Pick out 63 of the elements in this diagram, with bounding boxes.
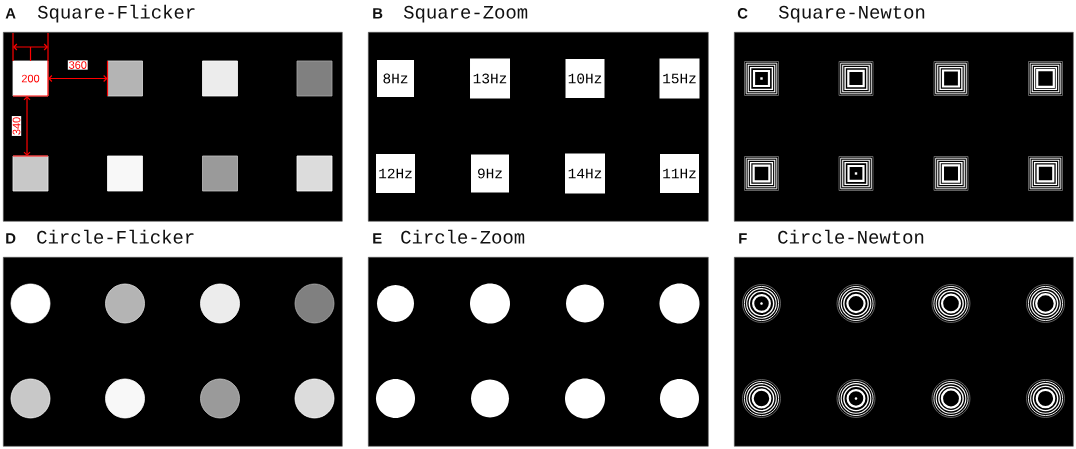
stimulus-square: 10Hz	[565, 59, 605, 98]
stimulus-square: 12Hz	[376, 154, 415, 193]
concentric-squares	[838, 61, 874, 96]
stimulus-square: 14Hz	[565, 153, 605, 194]
stimulus-square	[296, 60, 333, 97]
concentric-squares	[933, 61, 969, 96]
stimulus-square: 9Hz	[471, 154, 509, 193]
stimulus-circle	[470, 283, 510, 324]
stimulus-square	[296, 155, 333, 192]
dimension-label: 340	[11, 116, 22, 136]
stimulus-circle	[659, 283, 700, 324]
concentric-squares	[838, 156, 874, 191]
stimulus-square	[12, 155, 49, 192]
stimulus-square	[202, 60, 238, 97]
concentric-rings	[931, 379, 971, 418]
concentric-squares	[933, 156, 969, 191]
concentric-rings	[836, 379, 876, 418]
concentric-rings	[1026, 284, 1065, 323]
stimulus-circle	[566, 284, 604, 323]
concentric-rings	[836, 284, 876, 323]
concentric-squares	[744, 61, 779, 96]
stimulus-circle	[471, 379, 509, 418]
panel-letter: A	[5, 8, 16, 19]
stimulus-circle	[294, 283, 335, 324]
panel-letter: D	[6, 233, 16, 244]
concentric-squares	[1028, 156, 1063, 191]
stimulus-circle	[105, 378, 145, 419]
stimulus-circle	[10, 378, 51, 419]
stimulus-square: 13Hz	[470, 58, 510, 99]
panel-title: Circle-Zoom	[401, 229, 525, 244]
concentric-squares	[1028, 61, 1063, 96]
stimulus-circle	[200, 378, 240, 419]
stimulus-circle	[377, 285, 414, 322]
stimulus-circle	[294, 378, 335, 419]
stimulus-square: 8Hz	[377, 60, 414, 97]
stimulus-circle	[565, 378, 605, 419]
concentric-rings	[1026, 379, 1065, 418]
stimulus-square	[107, 155, 143, 192]
panel-title: Circle-Newton	[778, 229, 924, 244]
panel-letter: B	[373, 8, 383, 19]
stimulus-square	[202, 155, 238, 192]
concentric-rings	[742, 379, 781, 418]
concentric-rings	[742, 284, 781, 323]
stimulus-circle	[105, 283, 145, 324]
concentric-squares	[744, 156, 779, 191]
panel-title: Square-Flicker	[37, 4, 195, 23]
panel-letter: F	[739, 233, 747, 244]
panel-title: Circle-Flicker	[37, 229, 194, 244]
dimension-label: 360	[67, 60, 88, 70]
dimension-label: 200	[21, 74, 40, 83]
stimulus-circle	[660, 379, 699, 418]
stimulus-circle	[10, 283, 51, 324]
stimulus-square	[12, 60, 49, 97]
panel-letter: E	[373, 233, 382, 244]
stimulus-square: 15Hz	[659, 58, 700, 99]
concentric-rings	[931, 284, 971, 323]
stimulus-circle	[376, 379, 415, 418]
stimulus-square: 11Hz	[660, 154, 699, 193]
stimulus-circle	[200, 283, 240, 324]
panel-title: Square-Newton	[778, 5, 925, 23]
panel-title: Square-Zoom	[403, 5, 528, 23]
panel-letter: C	[737, 8, 748, 19]
stimulus-square	[107, 60, 143, 97]
